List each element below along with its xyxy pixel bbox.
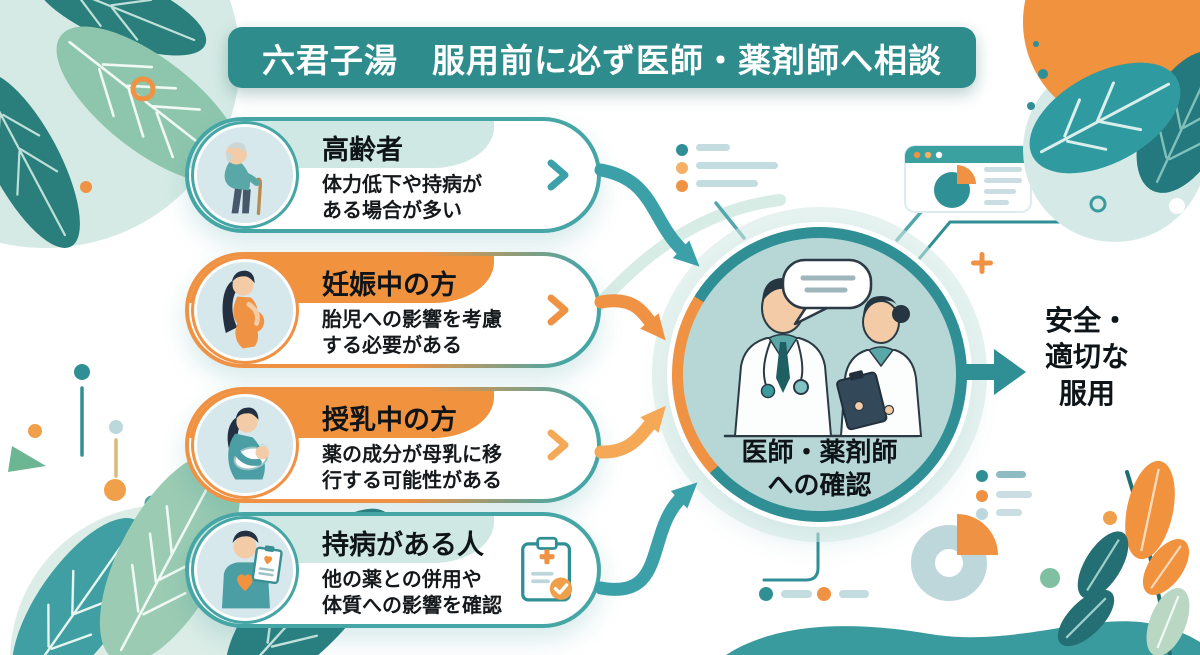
decor-orange-dot: [80, 181, 92, 193]
breastfeeding-mother-icon: [194, 394, 296, 496]
speech-bubble-icon: [781, 258, 873, 326]
card-breastfeeding-description: 薬の成分が母乳に移 行する可能性がある: [322, 444, 502, 493]
decor-bullet-list-right: [976, 470, 1032, 520]
clipboard-check-icon: [519, 536, 575, 604]
decor-left-pin-dots: [8, 364, 160, 511]
card-pregnant: 妊娠中の方 胎児への影響を考慮 する必要がある: [185, 252, 601, 368]
decor-bottom-wave: [726, 621, 1200, 655]
decor-orange-blob: [1023, 0, 1200, 127]
consultation-circle: 医師・薬剤師 への確認: [672, 227, 967, 522]
card-chronic-illness-description: 他の薬との併用や 体質への影響を確認: [322, 569, 502, 618]
decor-bottom-right-plant: [1040, 460, 1190, 655]
decor-pie-chart: [934, 172, 970, 208]
title-banner: 六君子湯 服用前に必ず医師・薬剤師へ相談: [228, 27, 976, 88]
card-pregnant-description: 胎児への影響を考慮 する必要がある: [322, 309, 502, 358]
consultation-label: 医師・薬剤師 への確認: [741, 437, 898, 500]
card-elderly-description: 体力低下や持病が ある場合が多い: [322, 174, 482, 223]
card-pregnant-heading: 妊娠中の方: [322, 270, 457, 300]
arrow-chronic-to-consult: [594, 482, 698, 596]
elderly-man-with-cane-icon: [194, 124, 296, 226]
pregnant-woman-icon: [194, 259, 296, 361]
card-elderly-heading: 高齢者: [322, 135, 403, 165]
man-with-heart-clipboard-icon: [194, 519, 296, 621]
decor-orange-ring: [130, 76, 156, 102]
chevron-right-icon: [545, 428, 571, 462]
chevron-right-icon: [545, 158, 571, 192]
card-chronic-illness: 持病がある人 他の薬との併用や 体質への影響を確認: [185, 512, 601, 628]
decor-donut-chart: [911, 514, 998, 601]
outcome-text: 安全・ 適切な 服用: [1044, 305, 1129, 409]
card-elderly: 高齢者 体力低下や持病が ある場合が多い: [185, 117, 601, 233]
card-chronic-illness-heading: 持病がある人: [322, 530, 484, 560]
decor-bullet-list-top: [676, 144, 778, 192]
arrow-breastfeeding-to-consult: [594, 405, 666, 459]
decor-connector-under-circle: [759, 532, 869, 601]
decor-leaves-top-right: [1023, 0, 1200, 242]
page-title: 六君子湯 服用前に必ず医師・薬剤師へ相談: [262, 41, 942, 79]
card-breastfeeding-heading: 授乳中の方: [322, 405, 457, 435]
card-breastfeeding: 授乳中の方 薬の成分が母乳に移 行する可能性がある: [185, 387, 601, 503]
chevron-right-icon: [545, 293, 571, 327]
arrow-pregnant-to-consult: [594, 294, 666, 341]
arrow-elderly-to-consult: [594, 163, 700, 267]
pharmacist-figure: [836, 296, 923, 437]
decor-plus-icon: [971, 252, 993, 274]
